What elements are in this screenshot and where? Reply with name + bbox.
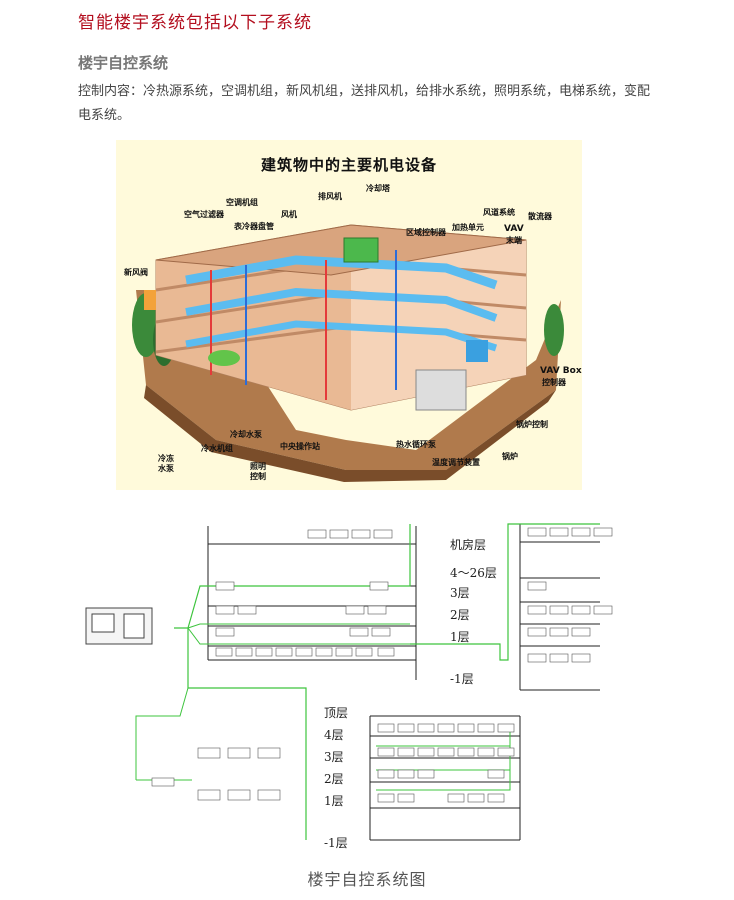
label-boiler-control: 锅炉控制 — [516, 420, 548, 429]
page-title: 智能楼宇系统包括以下子系统 — [78, 13, 312, 33]
floor-label-3f-upper: 3层 — [450, 586, 470, 600]
schematic-lines — [85, 523, 613, 841]
label-fresh-air-damper: 新风阀 — [124, 268, 148, 277]
floor-label-3f: 3层 — [324, 750, 344, 764]
label-zone-controller: 区域控制器 — [406, 228, 446, 237]
floor-label-2f: 2层 — [324, 772, 344, 786]
label-cooling-coil: 表冷器盘管 — [234, 222, 274, 231]
floor-label-b1: -1层 — [324, 836, 348, 850]
label-vav-box: VAV Box — [540, 366, 582, 376]
label-chilled-water-pump: 冷冻水泵 — [158, 454, 174, 473]
floor-label-4-26: 4～26层 — [450, 566, 497, 580]
label-vav-terminal: 末端 — [506, 236, 522, 245]
floor-label-top: 顶层 — [324, 706, 349, 720]
building-drawing — [132, 224, 564, 482]
label-duct-system: 风道系统 — [483, 208, 515, 217]
label-air-filter: 空气过滤器 — [184, 210, 224, 219]
label-exhaust-fan: 排风机 — [318, 192, 342, 201]
label-cooling-tower: 冷却塔 — [366, 184, 390, 193]
section-title: 楼宇自控系统 — [78, 54, 169, 72]
illustration-title: 建筑物中的主要机电设备 — [260, 156, 437, 174]
label-cooling-water-pump: 冷却水泵 — [230, 430, 262, 439]
label-central-station: 中央操作站 — [280, 442, 320, 451]
floor-label-2f-upper: 2层 — [450, 608, 470, 622]
floor-label-1f-upper: 1层 — [450, 630, 470, 644]
control-content-text: 控制内容：冷热源系统，空调机组，新风机组，送排风机，给排水系统，照明系统，电梯系… — [78, 84, 651, 123]
floor-label-machine-room: 机房层 — [450, 538, 487, 552]
label-fan: 风机 — [281, 210, 297, 219]
label-temperature-regulator: 温度调节装置 — [432, 458, 480, 467]
floor-label-1f: 1层 — [324, 794, 344, 808]
label-vav-controller: 控制器 — [542, 378, 566, 387]
label-ahu: 空调机组 — [226, 198, 258, 207]
label-heating-unit: 加热单元 — [452, 223, 484, 232]
label-boiler: 锅炉 — [502, 452, 518, 461]
label-vav: VAV — [504, 224, 524, 234]
figure-caption: 楼宇自控系统图 — [307, 870, 427, 889]
floor-label-4f: 4层 — [324, 728, 344, 742]
label-lighting-control: 照明控制 — [250, 462, 266, 481]
label-diffuser: 散流器 — [528, 212, 552, 221]
label-hot-water-pump: 热水循环泵 — [396, 440, 436, 449]
floor-label-b1-upper: -1层 — [450, 672, 474, 686]
building-equipment-illustration: 建筑物中的主要机电设备 空调机组 — [116, 140, 582, 490]
bas-schematic: 机房层 4～26层 3层 2层 1层 -1层 顶层 4层 3层 2层 1层 -1… — [80, 520, 640, 860]
label-chiller: 冷水机组 — [201, 444, 233, 453]
